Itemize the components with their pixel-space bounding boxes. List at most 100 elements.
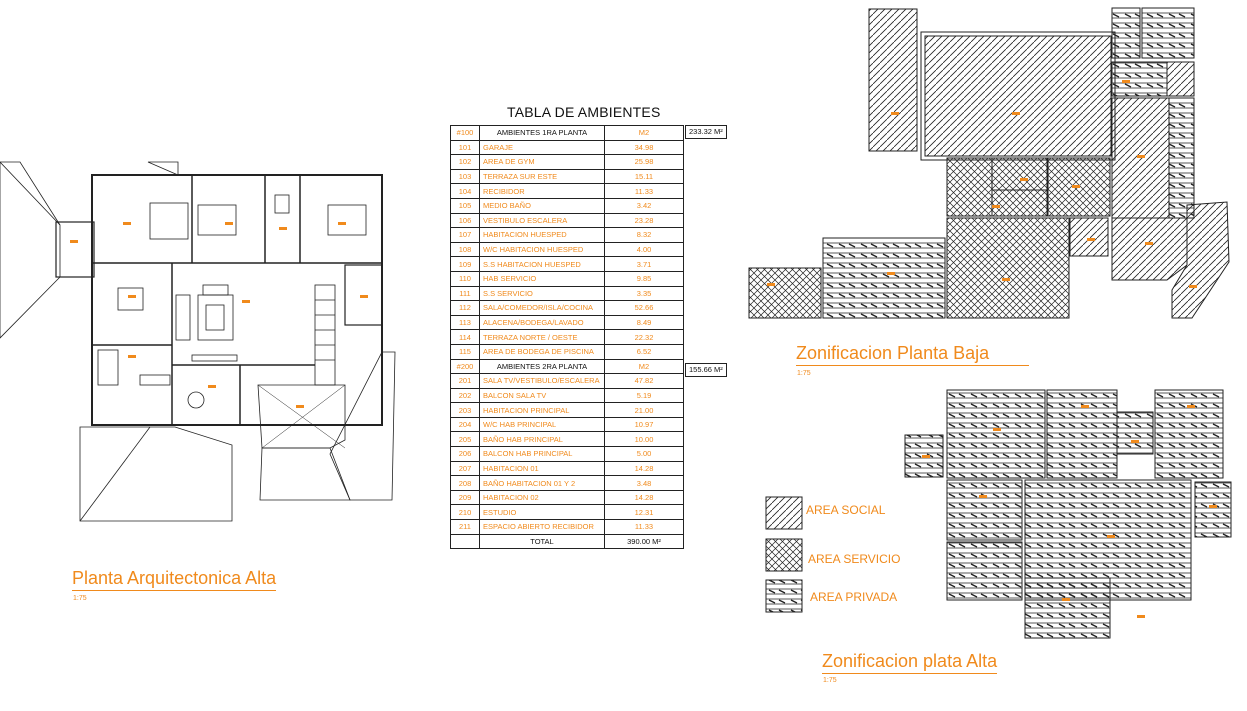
legend-label-privada: AREA PRIVADA <box>810 590 898 604</box>
cell-num: 109 <box>450 256 480 272</box>
cell-val: 22.32 <box>604 329 684 345</box>
cell-val: 11.33 <box>604 183 684 199</box>
cell-num: 211 <box>450 519 480 535</box>
cell-val: 47.82 <box>604 373 684 389</box>
cell-name: ESTUDIO <box>479 504 605 521</box>
legend-swatch-privada <box>765 579 803 613</box>
cell-name: AREA DE BODEGA DE PISCINA <box>479 343 605 360</box>
zon-alta-scale: 1:75 <box>823 677 837 684</box>
cell-name: SALA TV/VESTIBULO/ESCALERA <box>479 373 605 389</box>
cell-name: TOTAL <box>479 533 605 550</box>
cell-val: 3.71 <box>604 256 684 272</box>
cell-num: #100 <box>450 125 480 141</box>
cell-val: 4.00 <box>604 241 684 258</box>
cell-val: 34.98 <box>604 139 684 156</box>
zon-alta-title: Zonificacion plata Alta <box>822 651 998 674</box>
cell-num: 210 <box>450 504 480 521</box>
cell-num: 105 <box>450 197 480 214</box>
cell-num: 209 <box>450 489 480 506</box>
legend-swatch-social <box>765 496 803 530</box>
legend-swatches <box>765 496 803 613</box>
cell-val: 3.48 <box>604 475 684 491</box>
cell-val: 8.49 <box>604 314 684 331</box>
cell-name: S.S HABITACION HUESPED <box>479 256 605 272</box>
cell-num: 107 <box>450 227 480 243</box>
cell-name: S.S SERVICIO <box>479 285 605 302</box>
cell-num: 204 <box>450 416 480 433</box>
cell-num: 110 <box>450 270 480 287</box>
floor-plan-scale: 1:75 <box>73 595 87 602</box>
zon-baja-title: Zonificacion Planta Baja <box>796 343 1030 366</box>
cell-name: ALACENA/BODEGA/LAVADO <box>479 314 605 331</box>
cell-num: 202 <box>450 387 480 404</box>
floor-plan-title: Planta Arquitectonica Alta <box>72 568 277 591</box>
table-title: TABLA DE AMBIENTES <box>507 104 661 120</box>
zonificacion-drawings <box>748 7 1232 639</box>
cell-num: #200 <box>450 358 480 375</box>
cell-val: 5.19 <box>604 387 684 404</box>
cell-name: HABITACION 02 <box>479 489 605 506</box>
legend-label-social: AREA SOCIAL <box>806 503 886 517</box>
cell-num: 115 <box>450 343 480 360</box>
cell-val: M2 <box>604 125 684 141</box>
cell-num: 104 <box>450 183 480 199</box>
cell-val: 3.35 <box>604 285 684 302</box>
cell-name: GARAJE <box>479 139 605 156</box>
cell-name: W/C HABITACION HUESPED <box>479 241 605 258</box>
cell-val: 12.31 <box>604 504 684 521</box>
cell-val: 14.28 <box>604 460 684 477</box>
cell-name: ESPACIO ABIERTO RECIBIDOR <box>479 519 605 535</box>
cell-name: W/C HAB PRINCIPAL <box>479 416 605 433</box>
cell-val: 14.28 <box>604 489 684 506</box>
cell-num: 114 <box>450 329 480 345</box>
cell-val: 8.32 <box>604 227 684 243</box>
cell-name: HABITACION 01 <box>479 460 605 477</box>
cell-val: 9.85 <box>604 270 684 287</box>
cell-name: VESTIBULO ESCALERA <box>479 212 605 229</box>
cell-name: TERRAZA SUR ESTE <box>479 168 605 185</box>
cell-num: 208 <box>450 475 480 491</box>
cell-num <box>450 533 480 550</box>
cell-name: AMBIENTES 1RA PLANTA <box>479 125 605 141</box>
cell-name: BAÑO HAB PRINCIPAL <box>479 431 605 448</box>
cell-name: HABITACION PRINCIPAL <box>479 402 605 418</box>
cell-val: 6.52 <box>604 343 684 360</box>
section1-total: 233.32 M² <box>685 125 727 139</box>
cell-name: SALA/COMEDOR/ISLA/COCINA <box>479 300 605 316</box>
cell-val: 10.00 <box>604 431 684 448</box>
cell-val: 11.33 <box>604 519 684 535</box>
cell-val: 3.42 <box>604 197 684 214</box>
cell-name: BALCON SALA TV <box>479 387 605 404</box>
cell-name: TERRAZA NORTE / OESTE <box>479 329 605 345</box>
cell-name: RECIBIDOR <box>479 183 605 199</box>
cell-num: 102 <box>450 154 480 170</box>
cell-name: HAB SERVICIO <box>479 270 605 287</box>
zon-baja-scale: 1:75 <box>797 370 811 377</box>
section2-total: 155.66 M² <box>685 363 727 377</box>
